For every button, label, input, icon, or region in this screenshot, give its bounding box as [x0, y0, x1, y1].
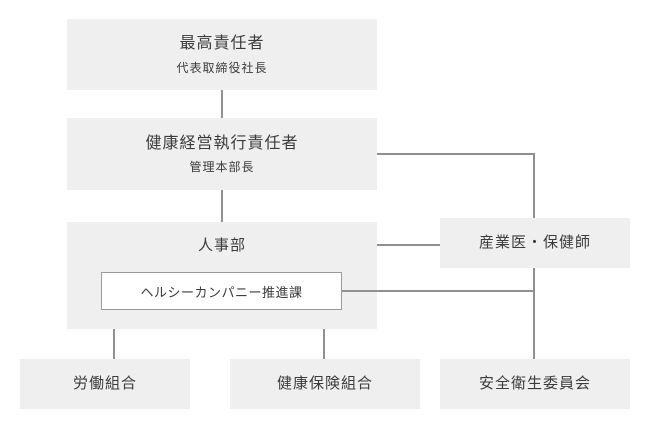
connector-occupational-safety	[533, 268, 535, 359]
node-safety-title: 安全衛生委員会	[478, 374, 591, 393]
node-union: 労働組合	[20, 359, 190, 409]
node-hr: 人事部 ヘルシーカンパニー推進課	[67, 222, 377, 329]
node-executive: 健康経営執行責任者 管理本部長	[67, 118, 377, 190]
node-insurance-title: 健康保険組合	[276, 374, 373, 393]
connector-hr-insurance	[323, 329, 325, 359]
node-ceo-title: 最高責任者	[179, 33, 265, 53]
node-ceo-subtitle: 代表取締役社長	[176, 60, 268, 75]
connector-promotion-trunk	[342, 290, 535, 292]
node-safety: 安全衛生委員会	[440, 359, 630, 409]
node-insurance: 健康保険組合	[230, 359, 420, 409]
connector-executive-hr	[221, 190, 223, 222]
connector-hr-union	[113, 329, 115, 359]
node-promotion: ヘルシーカンパニー推進課	[101, 272, 342, 310]
node-promotion-title: ヘルシーカンパニー推進課	[140, 285, 303, 301]
node-occupational: 産業医・保健師	[440, 218, 630, 268]
connector-ceo-executive	[221, 90, 223, 118]
node-ceo: 最高責任者 代表取締役社長	[67, 19, 377, 90]
node-executive-title: 健康経営執行責任者	[145, 132, 299, 152]
node-hr-title: 人事部	[197, 236, 246, 254]
connector-hr-occupational	[377, 244, 440, 246]
connector-executive-occupational-vertical	[533, 153, 535, 218]
node-executive-subtitle: 管理本部長	[189, 160, 255, 175]
node-occupational-title: 産業医・保健師	[478, 233, 591, 252]
connector-executive-occupational-horizontal	[377, 153, 535, 155]
node-union-title: 労働組合	[72, 374, 137, 393]
